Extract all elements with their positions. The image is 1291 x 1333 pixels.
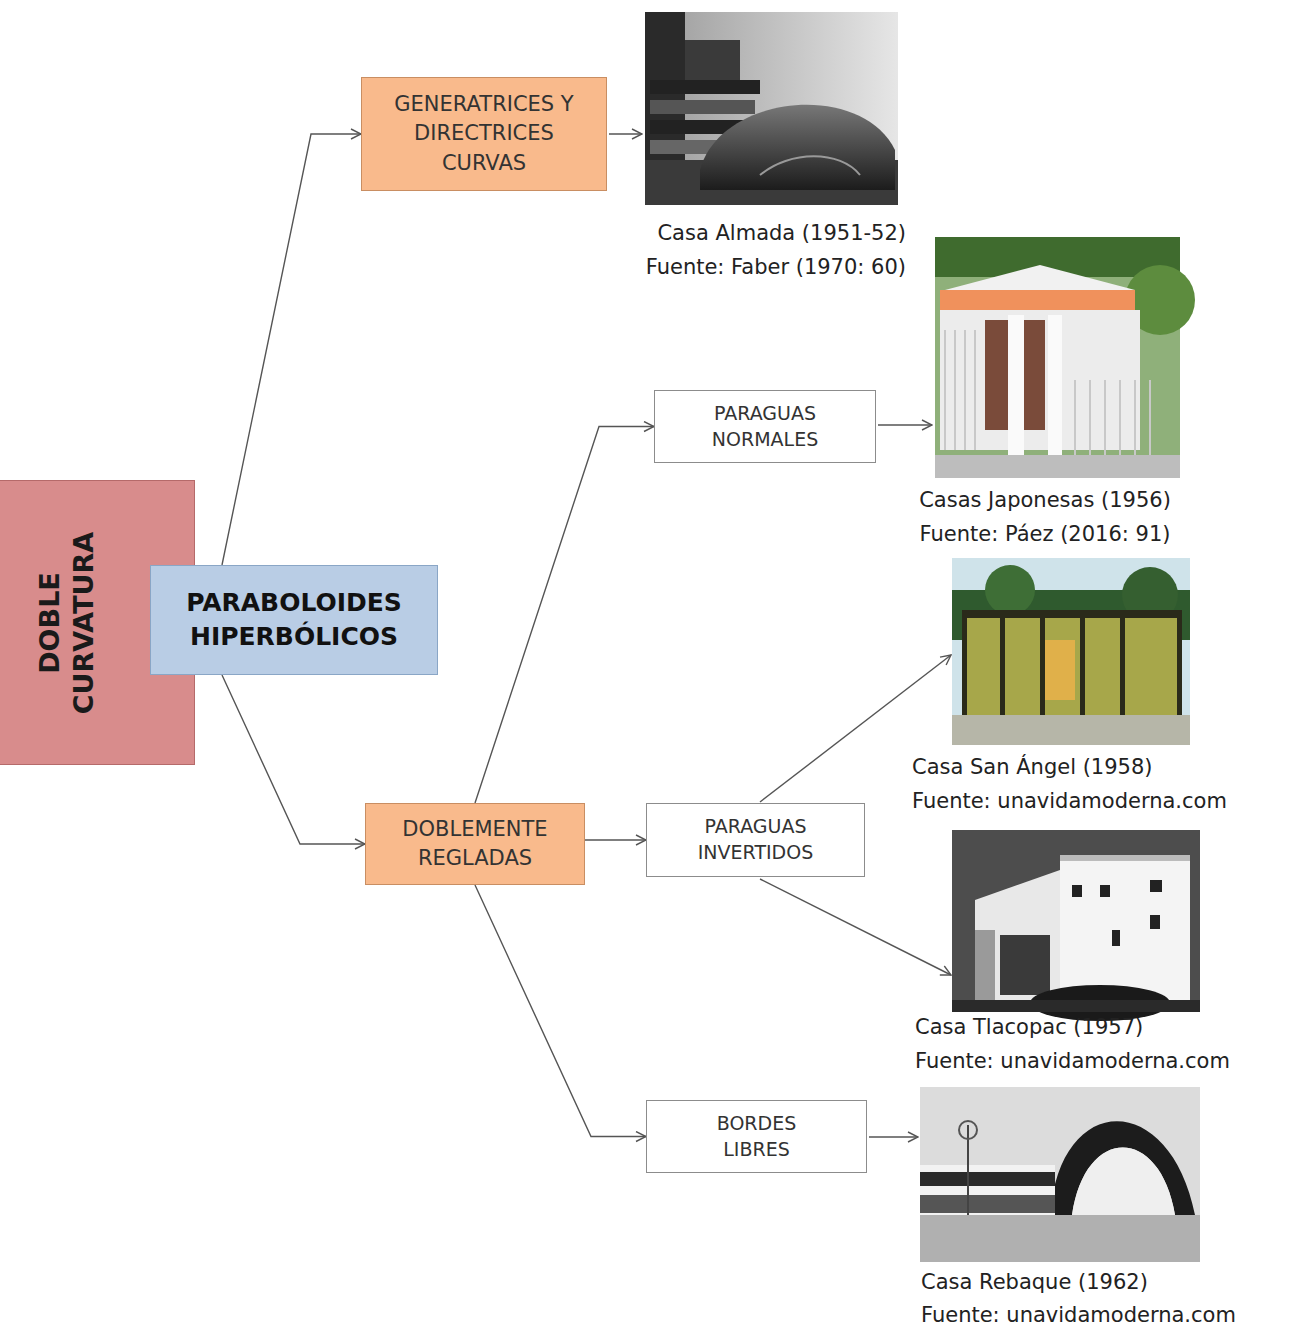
- photo-caption: Fuente: unavidamoderna.com: [921, 1303, 1236, 1328]
- photo-caption: Fuente: unavidamoderna.com: [915, 1049, 1230, 1074]
- photo-casa-tlacopac: [952, 830, 1200, 1021]
- box-text: DOBLEMENTE REGLADAS: [374, 815, 576, 874]
- variant-box: BORDES LIBRES: [646, 1100, 867, 1173]
- box-text: GENERATRICES Y DIRECTRICES CURVAS: [377, 90, 592, 178]
- photo-casa-san-angel: [952, 558, 1190, 745]
- photo-caption: Casa San Ángel (1958): [912, 755, 1152, 780]
- photo-arrow: [609, 133, 642, 134]
- connector-arrow: [475, 885, 646, 1137]
- photo-caption: Casas Japonesas (1956): [919, 488, 1171, 513]
- connector-arrow: [585, 839, 646, 840]
- photo-caption: Casa Tlacopac (1957): [915, 1015, 1143, 1040]
- connector-arrow: [475, 427, 654, 804]
- box-text: PARAGUAS INVERTIDOS: [681, 814, 831, 865]
- connector-arrow: [222, 134, 361, 565]
- photo-arrow: [869, 1136, 918, 1137]
- box-text: PARAGUAS NORMALES: [690, 401, 840, 452]
- subtype-box: GENERATRICES Y DIRECTRICES CURVAS: [361, 77, 607, 191]
- subtype-box: DOBLEMENTE REGLADAS: [365, 803, 585, 885]
- photo-caption: Casa Almada (1951-52): [657, 221, 906, 246]
- photo-casa-almada: [645, 12, 898, 205]
- variant-box: PARAGUAS INVERTIDOS: [646, 803, 865, 877]
- photo-caption: Fuente: Páez (2016: 91): [920, 522, 1171, 547]
- variant-box: PARAGUAS NORMALES: [654, 390, 876, 463]
- type-box: PARABOLOIDES HIPERBÓLICOS: [150, 565, 438, 675]
- photo-caption: Fuente: Faber (1970: 60): [646, 255, 906, 280]
- photo-caption: Casa Rebaque (1962): [921, 1270, 1148, 1295]
- connector-arrow: [222, 675, 365, 844]
- photo-casas-japonesas: [935, 237, 1195, 478]
- box-text: BORDES LIBRES: [682, 1111, 832, 1162]
- photo-arrow: [760, 879, 951, 975]
- photo-arrow: [878, 424, 932, 425]
- photo-casa-rebaque: [920, 1087, 1200, 1262]
- box-text: PARABOLOIDES HIPERBÓLICOS: [159, 586, 429, 654]
- photo-caption: Fuente: unavidamoderna.com: [912, 789, 1227, 814]
- photo-arrow: [760, 655, 951, 802]
- box-text: DOBLE CURVATURA: [33, 503, 101, 743]
